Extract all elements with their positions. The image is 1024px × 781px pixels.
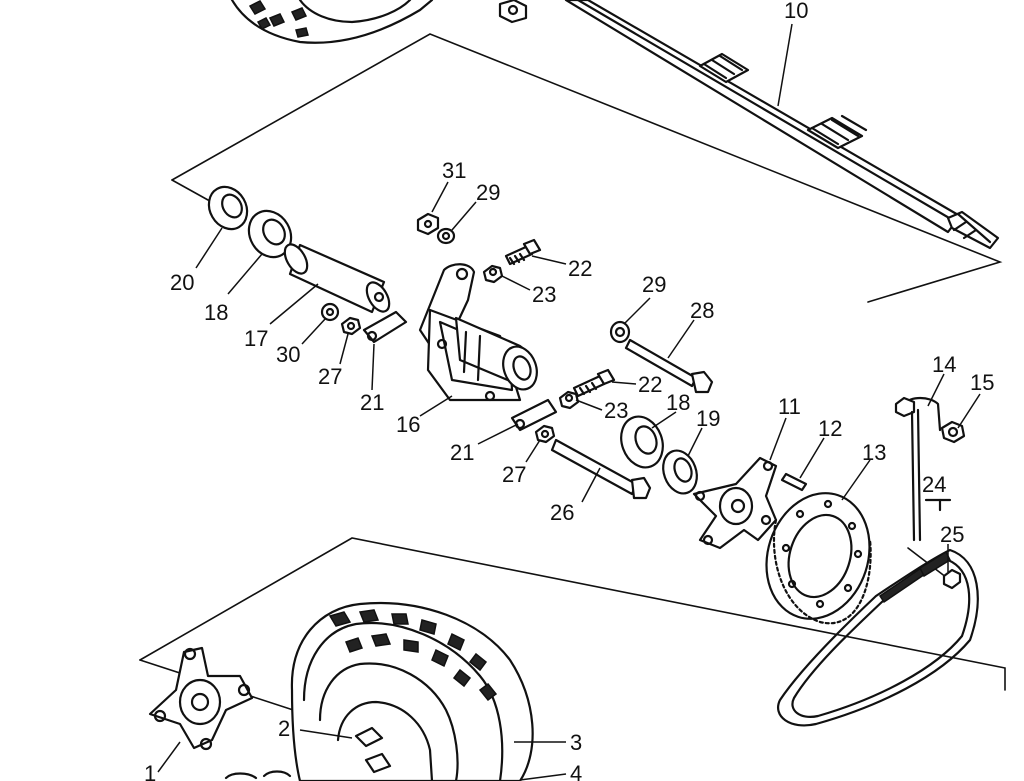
sprocket-hub-11	[692, 456, 778, 550]
callout-26: 26	[550, 500, 574, 525]
bolt-26	[550, 438, 652, 500]
bearing-18-left	[247, 209, 293, 259]
callout-20: 20	[170, 270, 194, 295]
chain-joint-25	[924, 498, 962, 590]
callout-18-right: 18	[666, 390, 690, 415]
callout-11: 11	[778, 394, 801, 419]
bolt-28	[624, 338, 714, 394]
callout-1: 1	[144, 761, 156, 781]
callout-15: 15	[970, 370, 994, 395]
callout-23-lower: 23	[604, 398, 628, 423]
callout-2: 2	[278, 716, 290, 741]
callout-17: 17	[244, 326, 268, 351]
rear-tire-3	[290, 602, 534, 781]
callout-23-upper: 23	[532, 282, 556, 307]
callout-12: 12	[818, 416, 842, 441]
callout-30: 30	[276, 342, 300, 367]
washer-30	[320, 302, 340, 322]
pin-12	[780, 472, 808, 492]
callout-labels: 10 31 29 20 18 17 22 23 29 28 30 27 21 1…	[144, 0, 994, 781]
drive-chain-24	[777, 548, 979, 727]
bottom-fasteners	[224, 726, 392, 780]
callout-27-upper: 27	[318, 364, 342, 389]
boundary-lines	[139, 33, 1006, 723]
nut-23-lower	[558, 390, 580, 410]
callout-22-lower: 22	[638, 372, 662, 397]
spacer-tube-17	[283, 243, 391, 314]
callout-21-lower: 21	[450, 440, 474, 465]
top-tire-partial	[230, 0, 434, 44]
callout-22-upper: 22	[568, 256, 592, 281]
callout-24: 24	[922, 472, 946, 497]
axle-housing-16	[418, 263, 538, 402]
callout-19: 19	[696, 406, 720, 431]
rear-axle	[564, 0, 1000, 250]
axle-nut-top	[498, 0, 528, 24]
callout-28: 28	[690, 298, 714, 323]
oil-seal-19	[662, 449, 698, 495]
sprocket-13	[765, 492, 872, 625]
callout-29-top: 29	[476, 180, 500, 205]
callout-29-mid: 29	[642, 272, 666, 297]
callout-25: 25	[940, 522, 964, 547]
washer-29-top	[436, 227, 456, 245]
clamp-21-upper	[362, 310, 408, 344]
callout-27-lower: 27	[502, 462, 526, 487]
washer-29-mid	[609, 320, 631, 344]
callout-16: 16	[396, 412, 420, 437]
callout-13: 13	[862, 440, 886, 465]
nut-31	[416, 212, 440, 236]
bearing-18-right	[620, 415, 664, 469]
nut-27-lower	[534, 424, 556, 444]
chain-guide-14	[894, 396, 942, 542]
nut-27-upper	[340, 316, 362, 336]
callout-3: 3	[570, 730, 582, 755]
callout-10: 10	[784, 0, 808, 23]
bolt-22-upper	[504, 238, 542, 266]
wheel-hub-1	[148, 646, 254, 751]
nut-23-upper	[482, 264, 504, 284]
leader-lines	[157, 23, 981, 781]
callout-21-upper: 21	[360, 390, 384, 415]
callout-31: 31	[442, 158, 466, 183]
bolt-22-lower	[572, 368, 616, 398]
oil-seal-20	[207, 185, 249, 231]
callout-14: 14	[932, 352, 956, 377]
callout-18-left: 18	[204, 300, 228, 325]
clamp-21-lower	[510, 398, 558, 432]
callout-4: 4	[570, 761, 582, 781]
